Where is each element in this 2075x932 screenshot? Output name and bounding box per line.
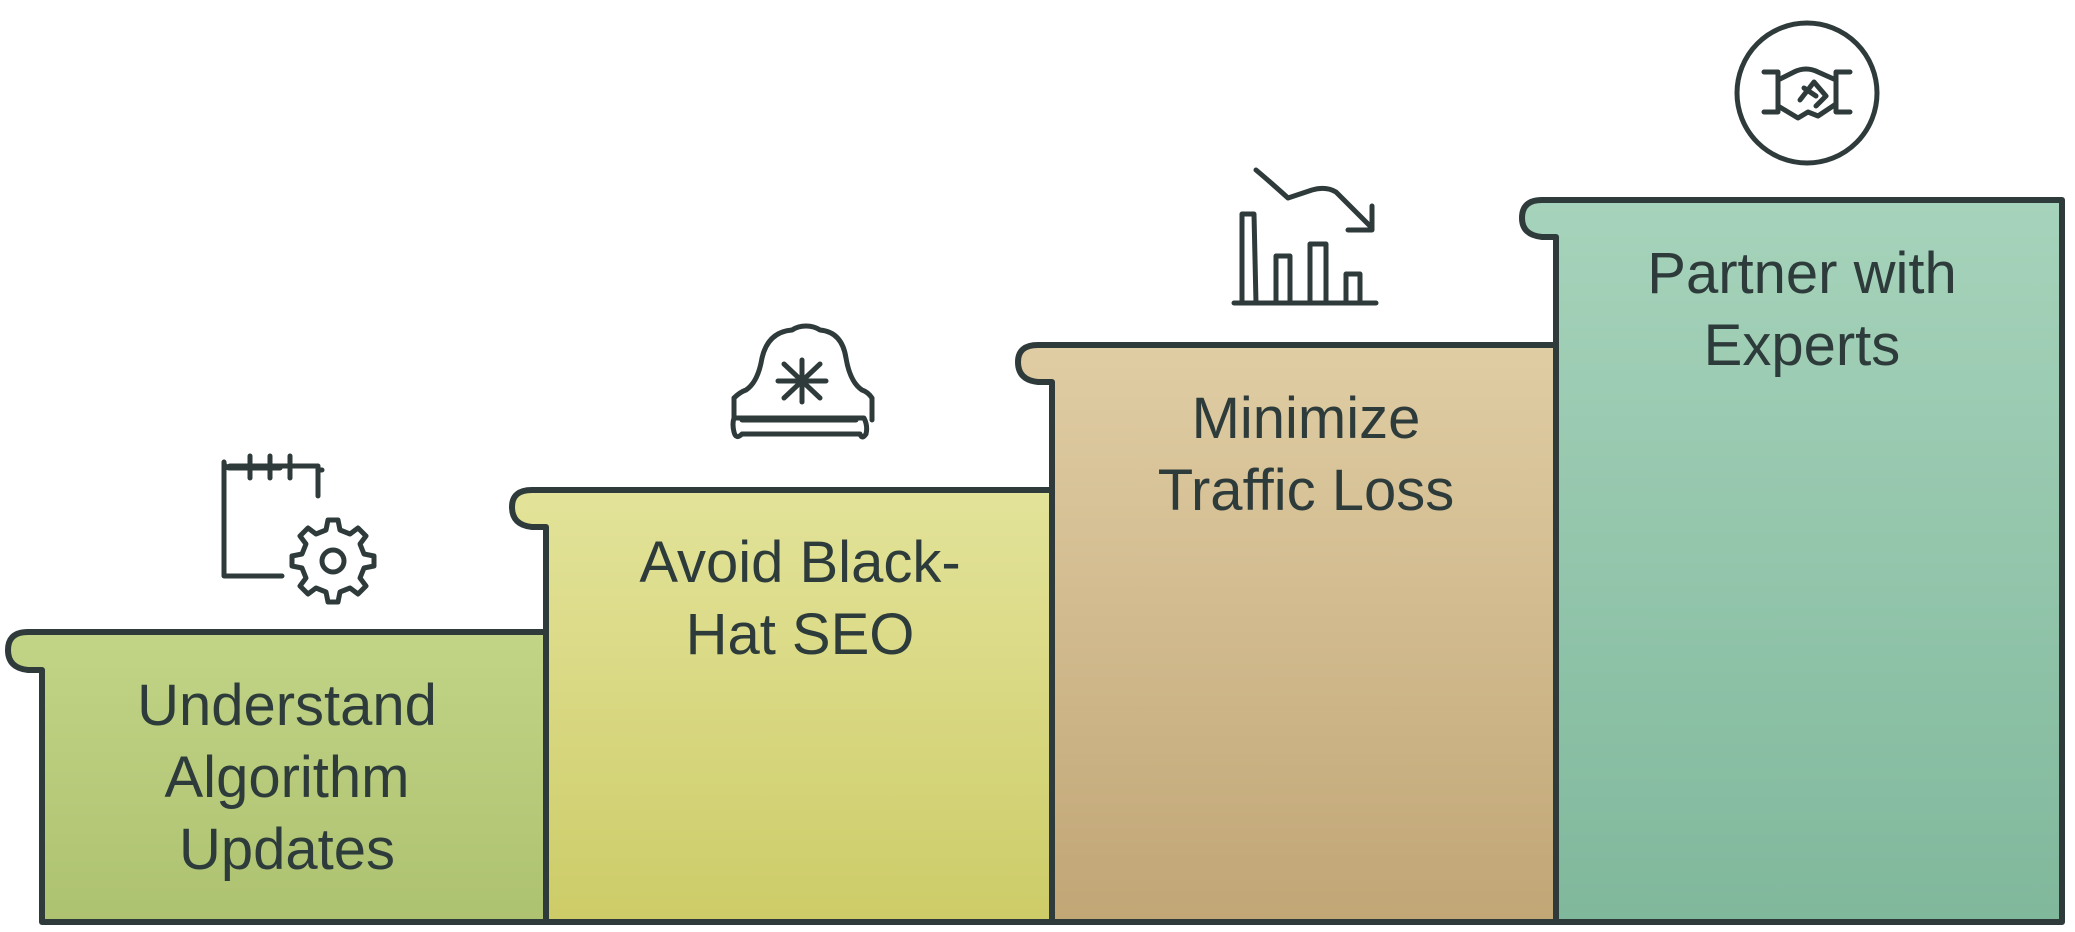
black-hat-icon — [730, 323, 875, 440]
step-4-outline — [1519, 197, 2065, 925]
step-avoid-black-hat-seo: Avoid Black- Hat SEO — [509, 487, 1055, 925]
step-1-label-line-3: Updates — [179, 817, 395, 882]
step-3-block — [1018, 345, 1556, 922]
step-2-label-line-2: Hat SEO — [686, 602, 915, 667]
step-minimize-traffic-loss: Minimize Traffic Loss — [1015, 342, 1559, 925]
handshake-icon — [1734, 20, 1880, 166]
step-understand-algorithm-updates: Understand Algorithm Updates — [5, 629, 549, 925]
step-3-label-line-2: Traffic Loss — [1158, 458, 1455, 523]
step-1-outline — [5, 629, 549, 925]
step-4-label-line-1: Partner with — [1647, 241, 1956, 306]
step-2-block — [512, 490, 1052, 922]
step-1-label-line-1: Understand — [137, 673, 437, 738]
step-3-outline — [1015, 342, 1559, 925]
step-4-label-line-2: Experts — [1704, 313, 1901, 378]
step-1-block — [8, 632, 546, 922]
step-3-label-line-1: Minimize — [1192, 386, 1421, 451]
calendar-gear-icon — [221, 453, 377, 605]
step-2-label-line-1: Avoid Black- — [639, 530, 960, 595]
step-4-block — [1522, 200, 2062, 922]
step-partner-with-experts: Partner with Experts — [1519, 197, 2065, 925]
step-2-outline — [509, 487, 1055, 925]
step-1-label-line-2: Algorithm — [165, 745, 410, 810]
declining-chart-icon — [1231, 167, 1379, 306]
